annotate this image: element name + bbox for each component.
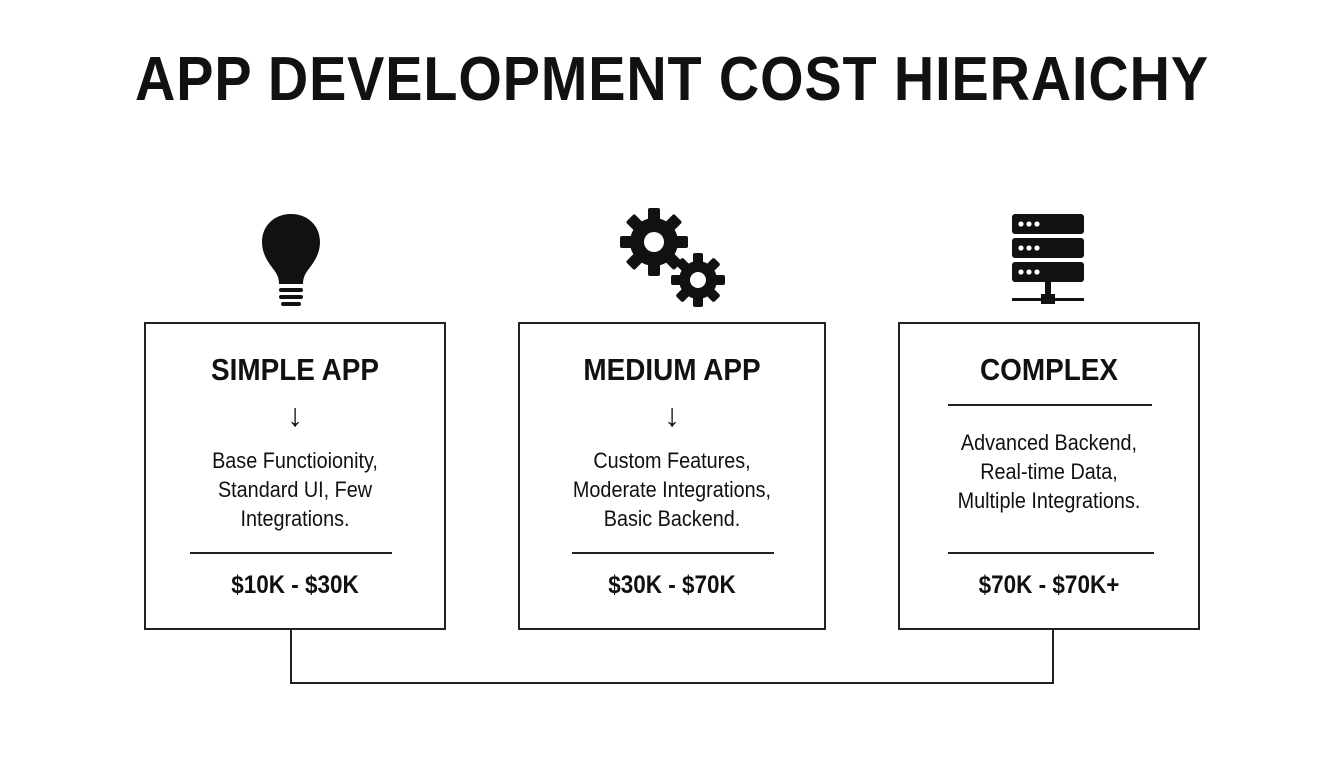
description-line: Base Functioionity,	[212, 448, 378, 473]
description-line: Advanced Backend,	[960, 430, 1138, 455]
page-title: APP DEVELOPMENT COST HIERAICHY	[135, 45, 1209, 114]
description-line: Moderate Integrations,	[572, 477, 772, 502]
arrow-down-icon: ↓	[664, 397, 680, 433]
tier-title: SIMPLE APP	[211, 352, 379, 387]
tier-description: Base Functioionity, Standard UI, Few Int…	[161, 446, 429, 533]
tier-title: COMPLEX	[980, 352, 1118, 387]
divider	[572, 552, 774, 554]
tier-price: $30K - $70K	[608, 571, 736, 599]
tier-card-medium: MEDIUM APP ↓ Custom Features, Moderate I…	[518, 322, 826, 630]
description-line: Integrations.	[240, 506, 350, 531]
arrow-down-icon: ↓	[287, 397, 303, 433]
tier-price: $10K - $30K	[231, 571, 359, 599]
description-line: Custom Features,	[593, 448, 751, 473]
tier-description: Custom Features, Moderate Integrations, …	[535, 446, 809, 533]
lightbulb-icon	[262, 214, 320, 306]
divider	[948, 404, 1152, 406]
server-icon	[1012, 214, 1084, 304]
tier-description: Advanced Backend, Real-time Data, Multip…	[915, 428, 1183, 515]
tier-title: MEDIUM APP	[583, 352, 761, 387]
gears-icon	[620, 208, 725, 307]
connector-line	[290, 630, 1054, 684]
tier-price: $70K - $70K+	[978, 571, 1120, 599]
description-line: Basic Backend.	[603, 506, 741, 531]
description-line: Standard UI, Few	[217, 477, 373, 502]
description-line: Multiple Integrations.	[957, 488, 1141, 513]
divider	[190, 552, 392, 554]
tier-card-complex: COMPLEX Advanced Backend, Real-time Data…	[898, 322, 1200, 630]
divider	[948, 552, 1154, 554]
description-line: Real-time Data,	[980, 459, 1118, 484]
tier-card-simple: SIMPLE APP ↓ Base Functioionity, Standar…	[144, 322, 446, 630]
